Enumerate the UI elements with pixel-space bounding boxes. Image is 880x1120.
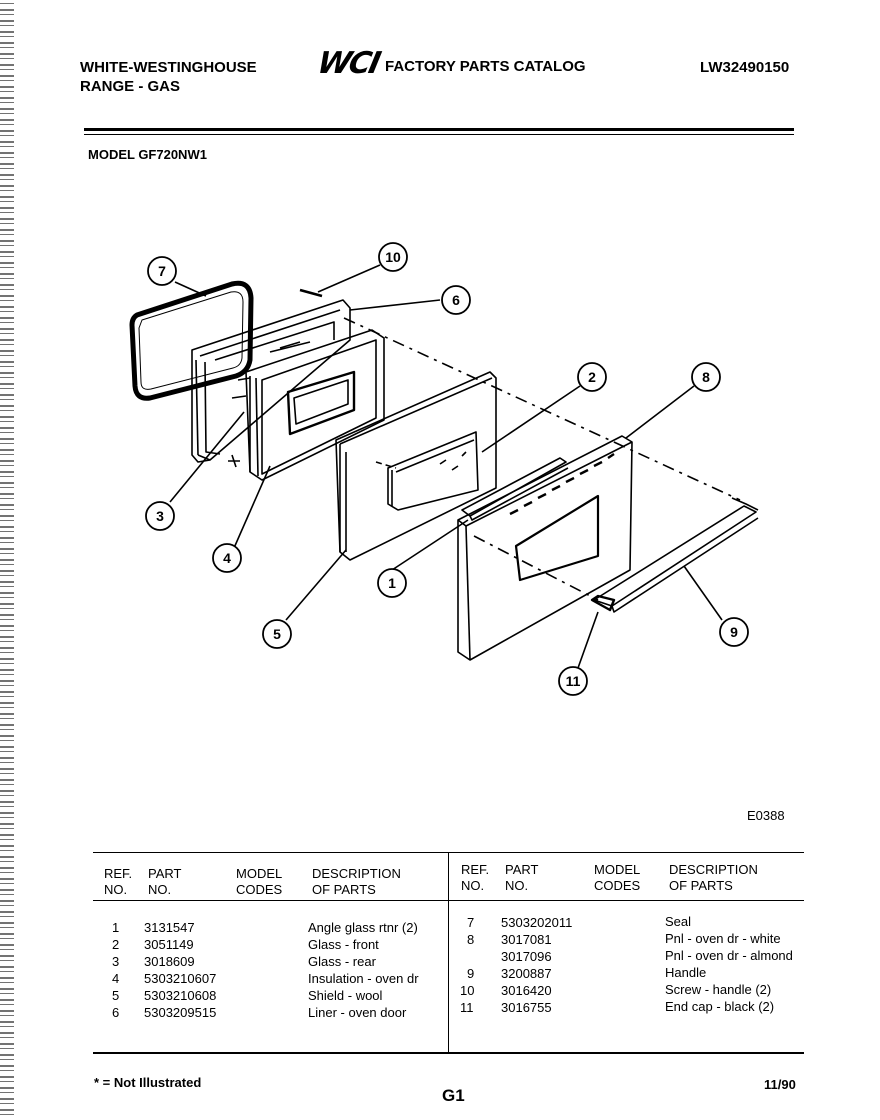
handle-part xyxy=(590,497,759,613)
insulation-part xyxy=(231,329,385,481)
diagram-code: E0388 xyxy=(747,808,785,823)
liner-part xyxy=(191,299,351,468)
callout-label: 1 xyxy=(388,575,396,591)
header-desc-right: DESCRIPTION OF PARTS xyxy=(669,862,758,893)
brand-title: WHITE-WESTINGHOUSE xyxy=(80,59,257,76)
screw-part xyxy=(299,288,323,298)
header-desc-left: DESCRIPTION OF PARTS xyxy=(312,866,401,897)
model-label: MODEL GF720NW1 xyxy=(88,147,207,162)
callout-label: 2 xyxy=(588,369,596,385)
callout-3 xyxy=(145,501,175,531)
header-part-right: PART NO. xyxy=(505,862,539,893)
product-title: RANGE - GAS xyxy=(80,78,181,95)
callout-label: 11 xyxy=(566,673,581,689)
callout-5 xyxy=(262,619,292,649)
header-ref-left: REF. NO. xyxy=(104,866,133,897)
table-bottom-rule xyxy=(93,1052,804,1054)
callout-11 xyxy=(558,666,588,696)
retainer-part xyxy=(461,457,569,521)
callout-label: 9 xyxy=(730,624,738,640)
callout-6 xyxy=(441,285,471,315)
callout-label: 8 xyxy=(702,369,710,385)
callout-9 xyxy=(719,617,749,647)
callout-7 xyxy=(147,256,177,286)
exploded-diagram: 7 10 6 2 8 3 4 1 5 9 11 xyxy=(129,242,759,696)
catalog-number: LW32490150 xyxy=(700,59,790,76)
callout-4 xyxy=(212,543,242,573)
callout-label: 4 xyxy=(223,550,231,566)
callout-8 xyxy=(691,362,721,392)
header-model-right: MODEL CODES xyxy=(594,862,641,893)
callout-label: 10 xyxy=(385,249,401,265)
header-rule-thin xyxy=(84,134,794,135)
scan-edge-marks xyxy=(0,0,14,1120)
callout-label: 7 xyxy=(158,263,166,279)
callout-label: 3 xyxy=(156,508,164,524)
not-illustrated-note: * = Not Illustrated xyxy=(94,1075,202,1090)
catalog-title: FACTORY PARTS CATALOG xyxy=(385,58,586,75)
seal-part xyxy=(129,280,254,401)
page-number: G1 xyxy=(442,1086,465,1105)
header-model-left: MODEL CODES xyxy=(236,866,283,897)
callout-10 xyxy=(378,242,408,272)
callout-1 xyxy=(377,568,407,598)
table-column-divider xyxy=(448,852,449,1052)
callout-2 xyxy=(577,362,607,392)
callout-label: 6 xyxy=(452,292,460,308)
header-part-left: PART NO. xyxy=(148,866,182,897)
header-ref-right: REF. NO. xyxy=(461,862,490,893)
front-glass-part xyxy=(387,431,479,511)
revision-date: 11/90 xyxy=(764,1077,796,1092)
shield-part xyxy=(335,371,497,561)
callout-label: 5 xyxy=(273,626,281,642)
header-rule-thick xyxy=(84,128,794,131)
outer-panel-part xyxy=(457,435,633,661)
